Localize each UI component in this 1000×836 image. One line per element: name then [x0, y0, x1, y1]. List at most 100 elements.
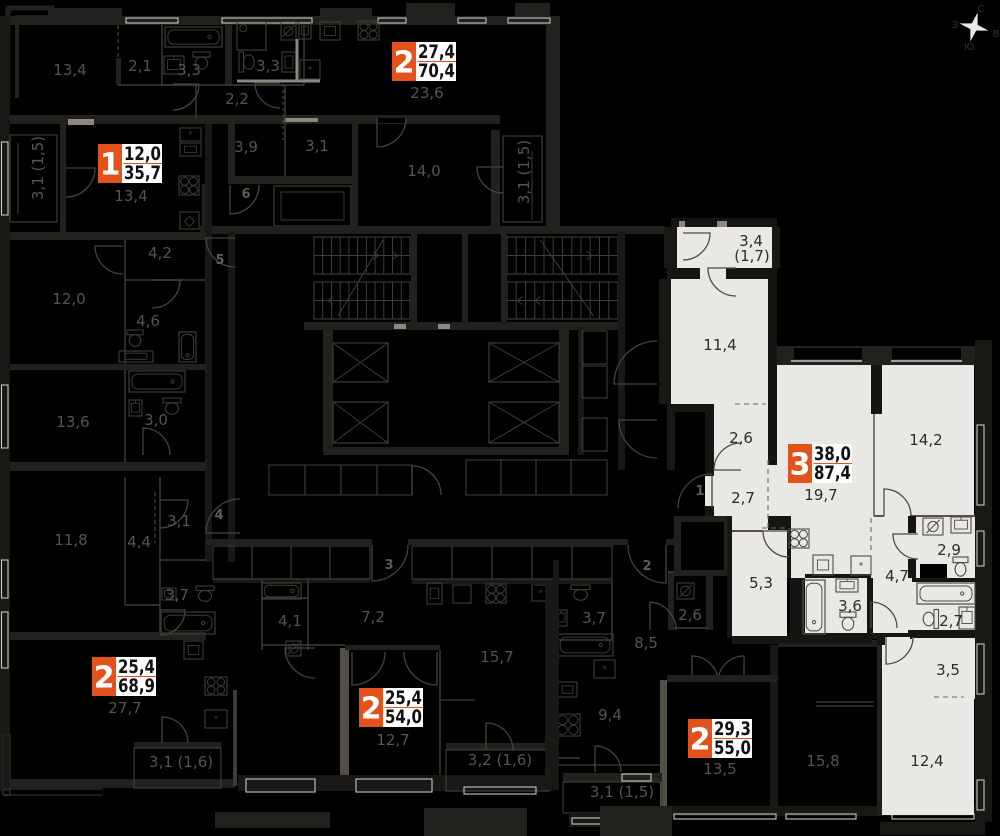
stove-icon [188, 185, 198, 195]
washer-icon [676, 582, 695, 600]
wall-segment [10, 115, 340, 124]
bathtub-icon [160, 611, 216, 635]
door-arc [762, 530, 790, 558]
compass-west-label: З [952, 20, 958, 31]
appliance-icon [850, 555, 872, 576]
shower-icon [236, 21, 267, 51]
toilet-icon [195, 585, 215, 602]
wall-segment [660, 806, 992, 816]
sink-icon [426, 582, 443, 605]
sink-icon [812, 554, 834, 576]
wall-segment [10, 632, 206, 640]
wall-segment [60, 124, 66, 232]
wall-segment [228, 176, 352, 184]
wall-segment [805, 574, 871, 578]
door-arc [159, 499, 189, 529]
storage [581, 365, 608, 399]
bathtub-icon [960, 591, 965, 596]
apartment-room [871, 516, 912, 637]
balcony [133, 747, 222, 789]
window [976, 424, 985, 506]
bathtub-icon [201, 620, 206, 626]
badge-total-area: 70,4 [418, 60, 455, 82]
washer-icon [926, 519, 940, 534]
wall-segment [345, 645, 440, 650]
room-area-label: 8,5 [634, 634, 658, 652]
appliance-icon: * [214, 715, 219, 725]
door-arc [411, 465, 442, 496]
door-arc [376, 117, 407, 148]
washer-icon [927, 520, 939, 533]
wall-segment [768, 404, 777, 465]
wall-segment [871, 365, 882, 414]
badge-living-area: 25,4 [385, 687, 422, 709]
appliance-icon [593, 659, 616, 679]
room-area-label: 7,2 [361, 608, 385, 626]
room-area-label: 3,3 [177, 61, 201, 79]
door-arc [883, 488, 912, 517]
door-arc [870, 601, 898, 629]
room-area-label: 3,1 (1,5) [590, 783, 654, 801]
door-arc [161, 716, 189, 744]
elevator-shaft [332, 342, 389, 383]
balcony-slab [515, 3, 550, 17]
room-area-label: 9,4 [598, 706, 622, 724]
outer-wall [10, 16, 560, 25]
wall-segment [352, 118, 358, 226]
stove-icon [568, 724, 579, 735]
wall-segment [770, 645, 778, 815]
partition-wall [340, 648, 349, 788]
window [355, 778, 433, 793]
badge-total-area: 54,0 [385, 706, 422, 728]
room-area-label: 4,6 [136, 312, 160, 330]
toilet-icon [839, 611, 857, 631]
wall-segment [559, 330, 569, 455]
room-area-label: 3,1 (1,5) [515, 140, 533, 204]
badge-rooms-count: 3 [790, 448, 811, 483]
room-area-label: 15,7 [480, 648, 513, 666]
washer-icon [680, 585, 691, 597]
badge-living-area: 27,4 [418, 41, 455, 63]
wall-segment [501, 234, 507, 326]
balcony-slab [48, 8, 122, 18]
door-arc [613, 340, 658, 385]
washer-icon [282, 24, 295, 38]
wall-segment [228, 232, 235, 562]
door-opening [705, 476, 714, 506]
wall-segment [377, 118, 406, 123]
wall-segment [867, 578, 873, 637]
room-area-label: 15,8 [806, 752, 839, 770]
stove-icon [790, 538, 800, 548]
room-area-label: 3,1 (1,5) [29, 136, 47, 200]
room-area-label: 12,7 [376, 731, 409, 749]
window [463, 786, 537, 795]
bathtub-icon [164, 26, 223, 48]
wall-segment [732, 636, 872, 644]
wall-segment [668, 572, 674, 630]
wall-segment [667, 675, 778, 682]
badge-living-area: 29,3 [714, 718, 751, 740]
sink-icon [183, 640, 204, 660]
sink-icon [298, 21, 312, 40]
bathtub-icon [919, 585, 973, 602]
door-arc [677, 473, 713, 509]
bathtub-icon [802, 579, 826, 635]
room-area-label: 23,6 [410, 84, 443, 102]
balcony-slab [880, 822, 985, 835]
corridor-closet [571, 545, 613, 580]
room-area-label: 3,1 [305, 137, 329, 155]
badge-rooms-count: 2 [690, 723, 711, 758]
stove-icon [216, 685, 226, 695]
compass-east-label: В [993, 29, 1000, 40]
window [0, 141, 9, 216]
door-leaf [717, 221, 727, 227]
unit-marker: 2 [642, 559, 651, 574]
door-opening [908, 533, 916, 559]
elevator-shaft [332, 401, 389, 444]
